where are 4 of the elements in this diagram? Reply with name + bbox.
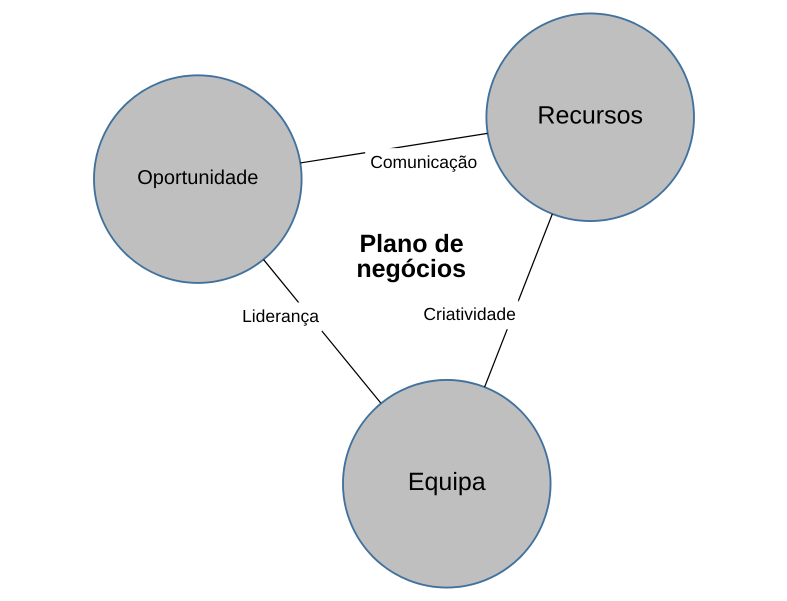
edge-label: Liderança — [242, 306, 318, 326]
label: Plano de negócios — [356, 230, 466, 284]
edge-label: Criatividade — [422, 304, 516, 324]
edge-label: Comunicação — [370, 152, 477, 172]
